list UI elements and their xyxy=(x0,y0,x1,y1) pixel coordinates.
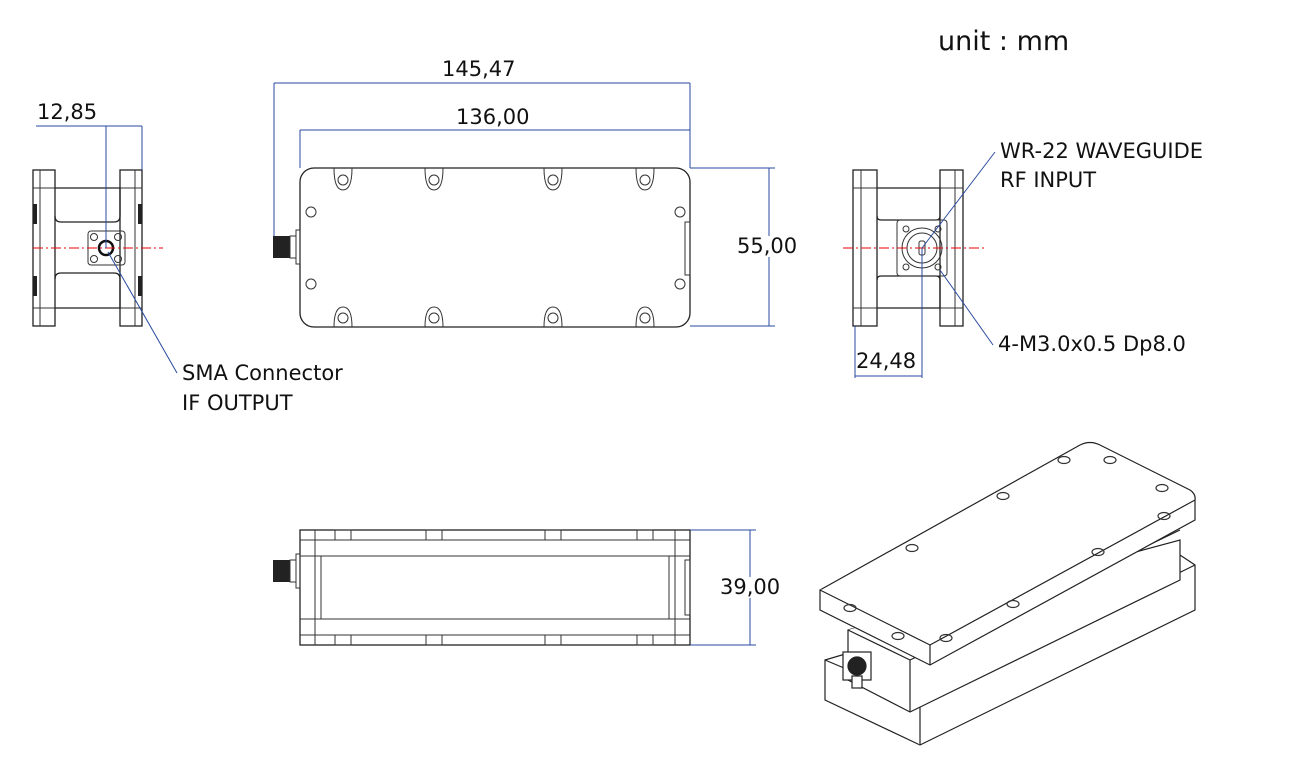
dim-sma-offset: 12,85 xyxy=(37,100,98,124)
dim-body-length: 136,00 xyxy=(456,105,530,129)
waveguide-callout-line2: RF INPUT xyxy=(1000,168,1097,192)
sma-callout-line2: IF OUTPUT xyxy=(182,391,293,415)
thread-callout: 4-M3.0x0.5 Dp8.0 xyxy=(998,332,1186,356)
waveguide-callout-line1: WR-22 WAVEGUIDE xyxy=(1000,139,1204,163)
right-end-view xyxy=(843,151,996,378)
dim-height: 39,00 xyxy=(720,575,781,599)
side-view xyxy=(273,529,756,646)
top-view xyxy=(273,82,775,328)
unit-label: unit : mm xyxy=(938,26,1070,57)
dim-waveguide-offset: 24,48 xyxy=(856,349,917,373)
dim-width: 55,00 xyxy=(737,234,798,258)
left-end-view xyxy=(32,125,178,374)
sma-callout-line1: SMA Connector xyxy=(182,361,343,385)
isometric-view xyxy=(819,441,1196,746)
dim-overall-length: 145,47 xyxy=(442,57,516,81)
